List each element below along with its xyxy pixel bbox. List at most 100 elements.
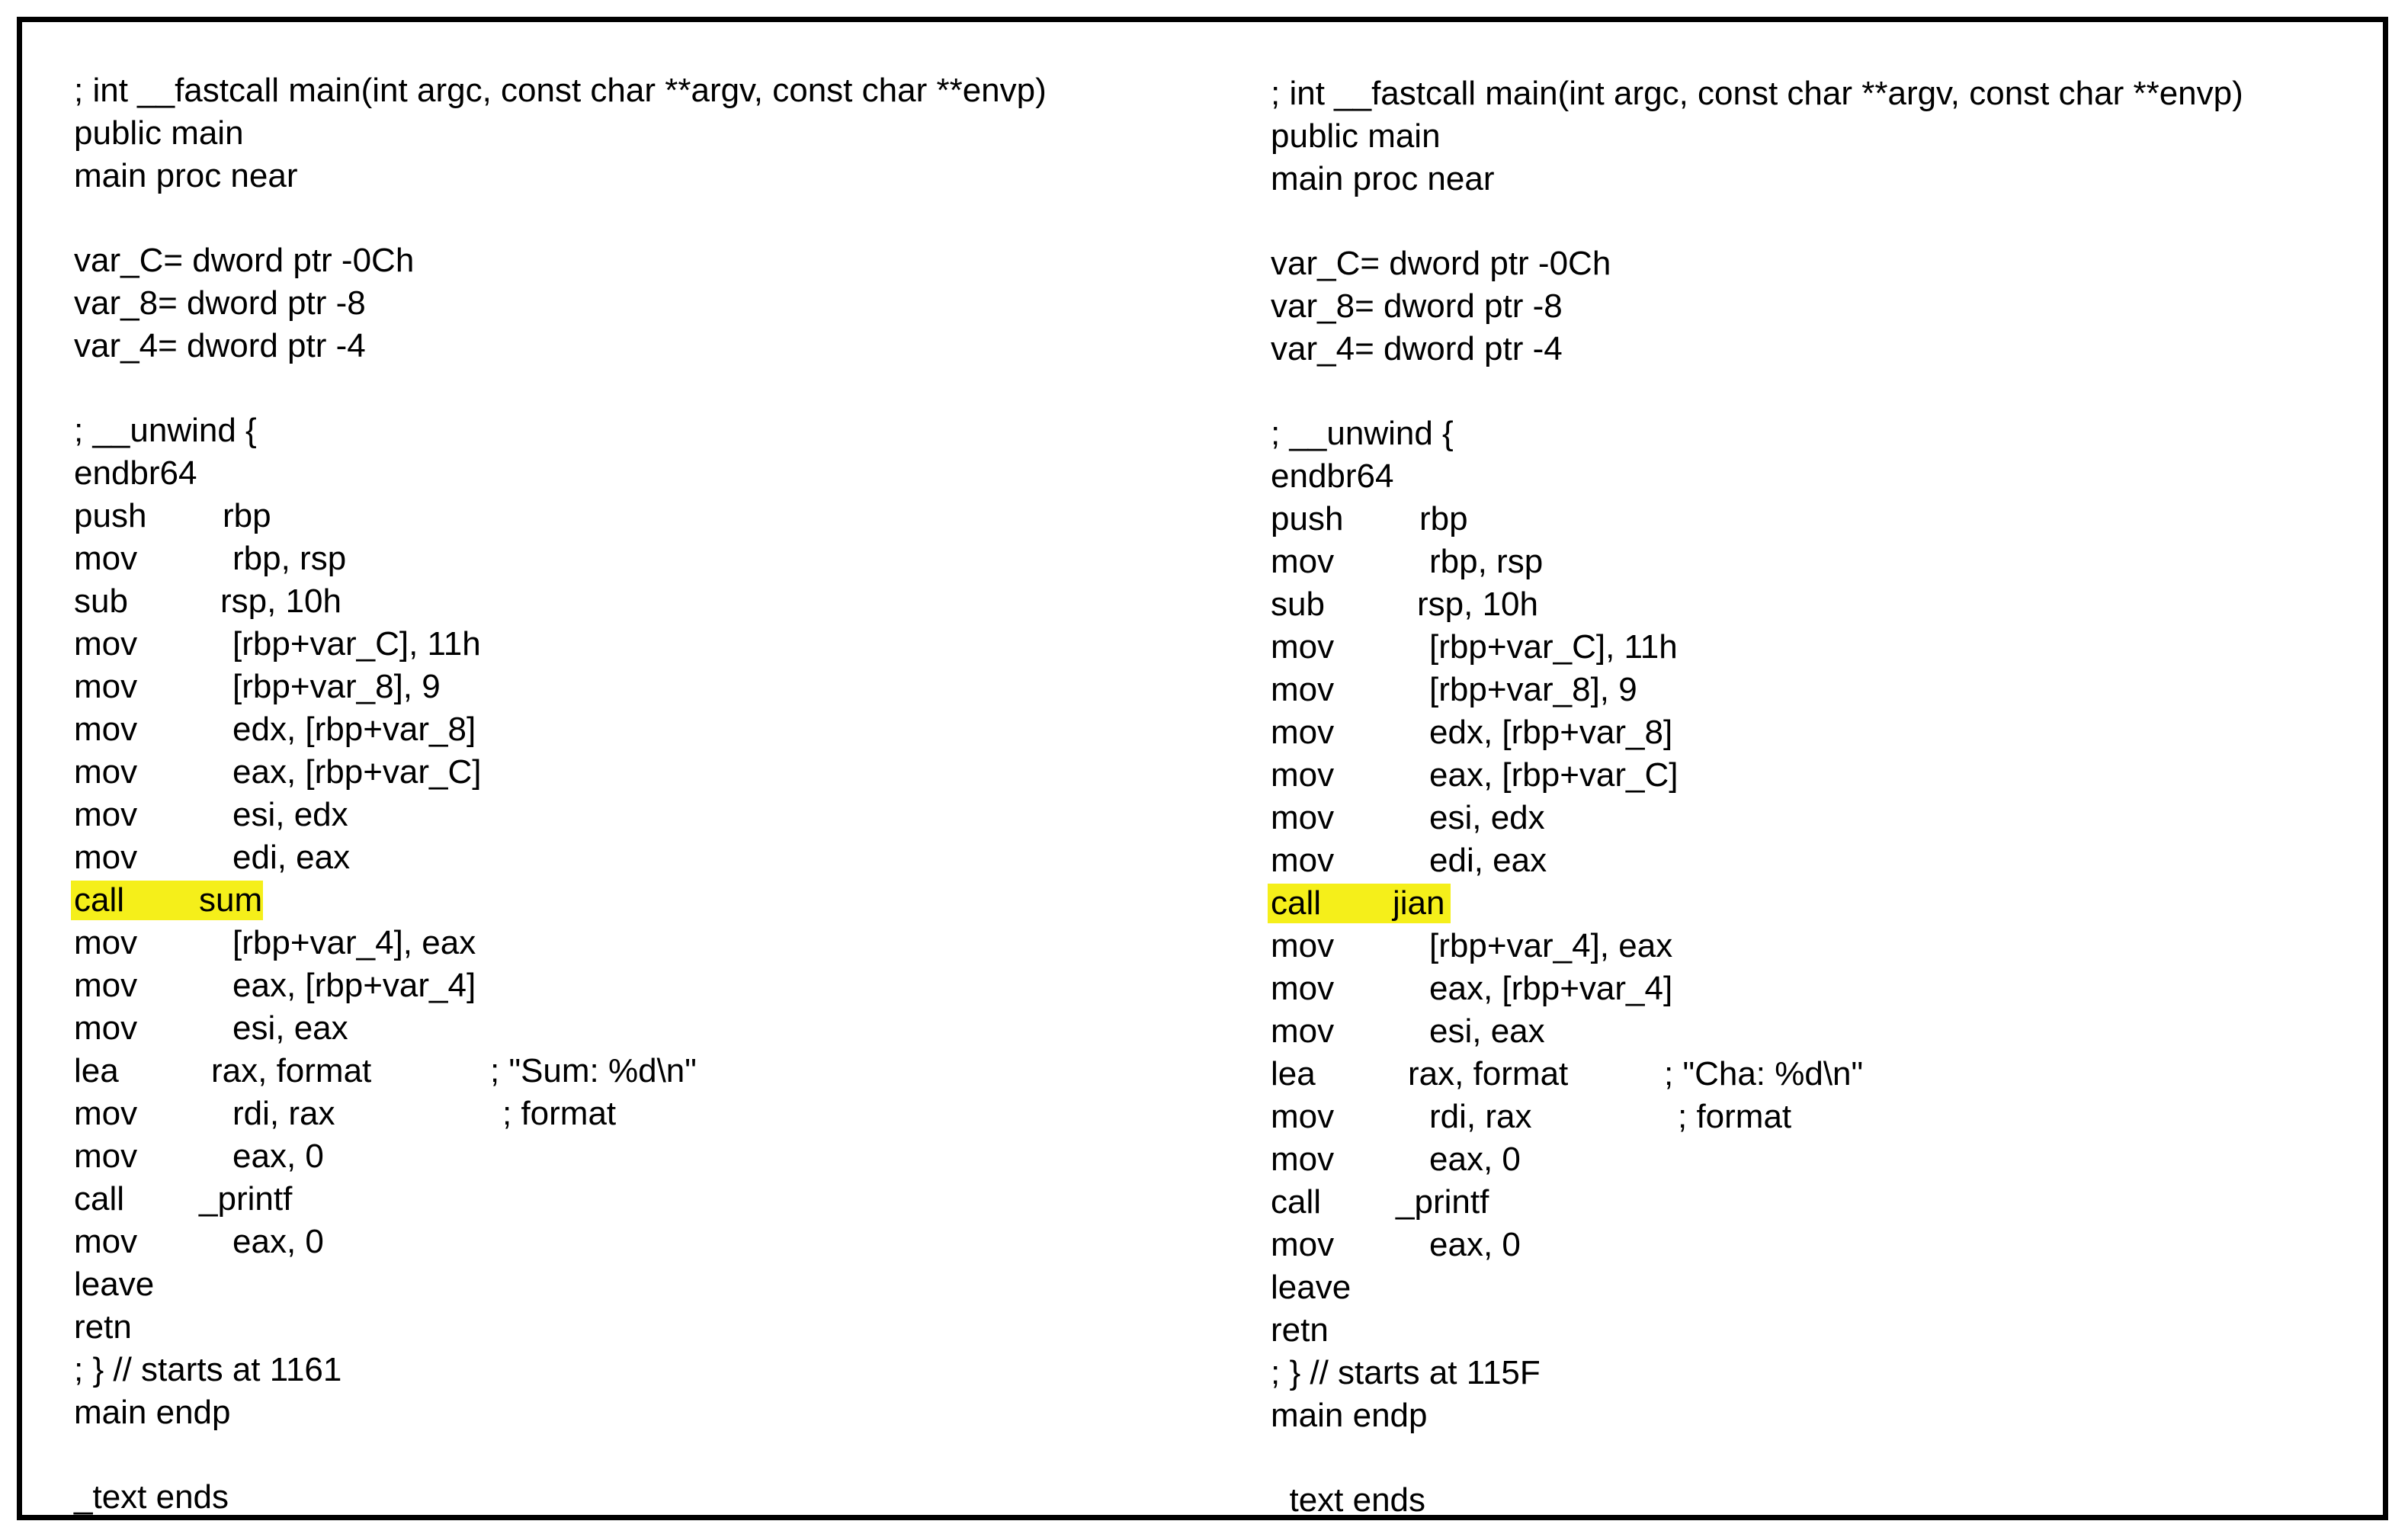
blank-line — [1271, 371, 2384, 412]
code-line: main proc near — [1271, 158, 2384, 201]
code-line-text: ; } // starts at 115F — [1271, 1354, 1541, 1391]
instruction-comment: ; format — [502, 1095, 617, 1132]
instruction-operands: rbp — [223, 497, 271, 534]
left-disassembly-listing: ; int __fastcall main(int argc, const ch… — [71, 69, 1187, 1519]
instruction-mnemonic: push — [74, 497, 147, 534]
instruction-operands: edi, eax — [1429, 842, 1547, 879]
code-line: leave — [74, 1263, 1187, 1306]
instruction-operands: [rbp+var_4], eax — [1429, 927, 1673, 964]
instruction-operands: edx, [rbp+var_8] — [232, 711, 476, 748]
highlight-marker — [71, 881, 263, 920]
code-line-text: endbr64 — [1271, 457, 1394, 495]
instruction-mnemonic: sub — [74, 582, 128, 620]
instruction-operands: rdi, rax — [1429, 1098, 1532, 1135]
instruction-mnemonic: mov — [74, 1009, 138, 1047]
code-line-text: var_4= dword ptr -4 — [1271, 330, 1563, 367]
instruction-mnemonic: mov — [74, 1138, 138, 1175]
code-line: mov edi, eax — [1271, 839, 2384, 882]
code-line: mov esi, eax — [74, 1007, 1187, 1050]
code-line: mov[rbp+var_C], 11h — [74, 623, 1187, 666]
instruction-mnemonic: mov — [1271, 543, 1335, 580]
blank-line — [74, 197, 1187, 239]
instruction-mnemonic: mov — [74, 839, 138, 876]
code-line: endbr64 — [1271, 455, 2384, 498]
code-line-text: leave — [74, 1266, 155, 1303]
instruction-mnemonic: mov — [74, 967, 138, 1004]
code-line: mov[rbp+var_C], 11h — [1271, 626, 2384, 669]
instruction-mnemonic: mov — [1271, 1141, 1335, 1178]
blank-line — [1271, 201, 2384, 242]
instruction-operands: [rbp+var_4], eax — [232, 924, 476, 961]
instruction-operands: eax, [rbp+var_C] — [1429, 756, 1679, 794]
instruction-mnemonic: mov — [1271, 842, 1335, 879]
code-line: mov [rbp+var_4], eax — [1271, 925, 2384, 967]
code-line: var_C= dword ptr -0Ch — [74, 239, 1187, 282]
code-line-text: public main — [1271, 117, 1441, 155]
instruction-mnemonic: mov — [74, 753, 138, 791]
instruction-mnemonic: mov — [74, 711, 138, 748]
blank-line — [74, 1434, 1187, 1476]
code-line: mov [rbp+var_4], eax — [74, 922, 1187, 964]
code-line: public main — [1271, 115, 2384, 158]
code-line-text: main proc near — [1271, 160, 1495, 197]
code-line: mov eax, [rbp+var_4] — [74, 964, 1187, 1007]
instruction-operands: [rbp+var_C], 11h — [1429, 628, 1678, 666]
instruction-mnemonic: mov — [1271, 1098, 1335, 1135]
instruction-mnemonic: mov — [74, 668, 138, 705]
code-line: ; } // starts at 115F — [1271, 1352, 2384, 1394]
code-line-text: public main — [74, 114, 244, 152]
instruction-mnemonic: mov — [74, 1223, 138, 1260]
instruction-operands: _printf — [1396, 1183, 1489, 1221]
instruction-mnemonic: mov — [1271, 1012, 1335, 1050]
code-line: main endp — [74, 1391, 1187, 1434]
instruction-operands: esi, eax — [232, 1009, 348, 1047]
instruction-mnemonic: call — [74, 881, 125, 919]
instruction-mnemonic: mov — [1271, 714, 1335, 751]
instruction-mnemonic: mov — [1271, 927, 1335, 964]
instruction-mnemonic: mov — [74, 924, 138, 961]
code-line-text: main endp — [74, 1394, 231, 1431]
document-frame: ; int __fastcall main(int argc, const ch… — [17, 17, 2388, 1520]
code-line-text: ; __unwind { — [1271, 415, 1454, 452]
code-line: var_4= dword ptr -4 — [1271, 328, 2384, 371]
code-line-text: endbr64 — [74, 454, 197, 492]
instruction-comment: ; "Sum: %d\n" — [490, 1052, 697, 1089]
code-line-text: retn — [74, 1308, 132, 1346]
code-line: mov[rbp+var_8], 9 — [1271, 669, 2384, 711]
code-line: endbr64 — [74, 452, 1187, 495]
code-line-text: _text ends — [1271, 1481, 1426, 1519]
code-line: main proc near — [74, 155, 1187, 197]
code-line-text: ; int __fastcall main(int argc, const ch… — [74, 72, 1047, 109]
instruction-mnemonic: push — [1271, 500, 1344, 537]
blank-line — [1271, 1437, 2384, 1479]
code-line: _text ends — [1271, 1479, 2384, 1522]
instruction-mnemonic: mov — [1271, 799, 1335, 836]
code-line: retn — [1271, 1309, 2384, 1352]
code-line: ; } // starts at 1161 — [74, 1349, 1187, 1391]
code-line: var_8= dword ptr -8 — [74, 282, 1187, 325]
instruction-operands: rax, format — [1408, 1055, 1569, 1093]
instruction-operands: eax, [rbp+var_4] — [232, 967, 476, 1004]
code-line-text: var_4= dword ptr -4 — [74, 327, 366, 364]
instruction-operands: rsp, 10h — [1417, 586, 1538, 623]
instruction-operands: [rbp+var_8], 9 — [1429, 671, 1637, 708]
code-line: mov edx, [rbp+var_8] — [74, 708, 1187, 751]
instruction-operands: _printf — [199, 1180, 293, 1218]
right-disassembly-listing: ; int __fastcall main(int argc, const ch… — [1268, 72, 2384, 1522]
code-line: call_printf — [74, 1178, 1187, 1221]
